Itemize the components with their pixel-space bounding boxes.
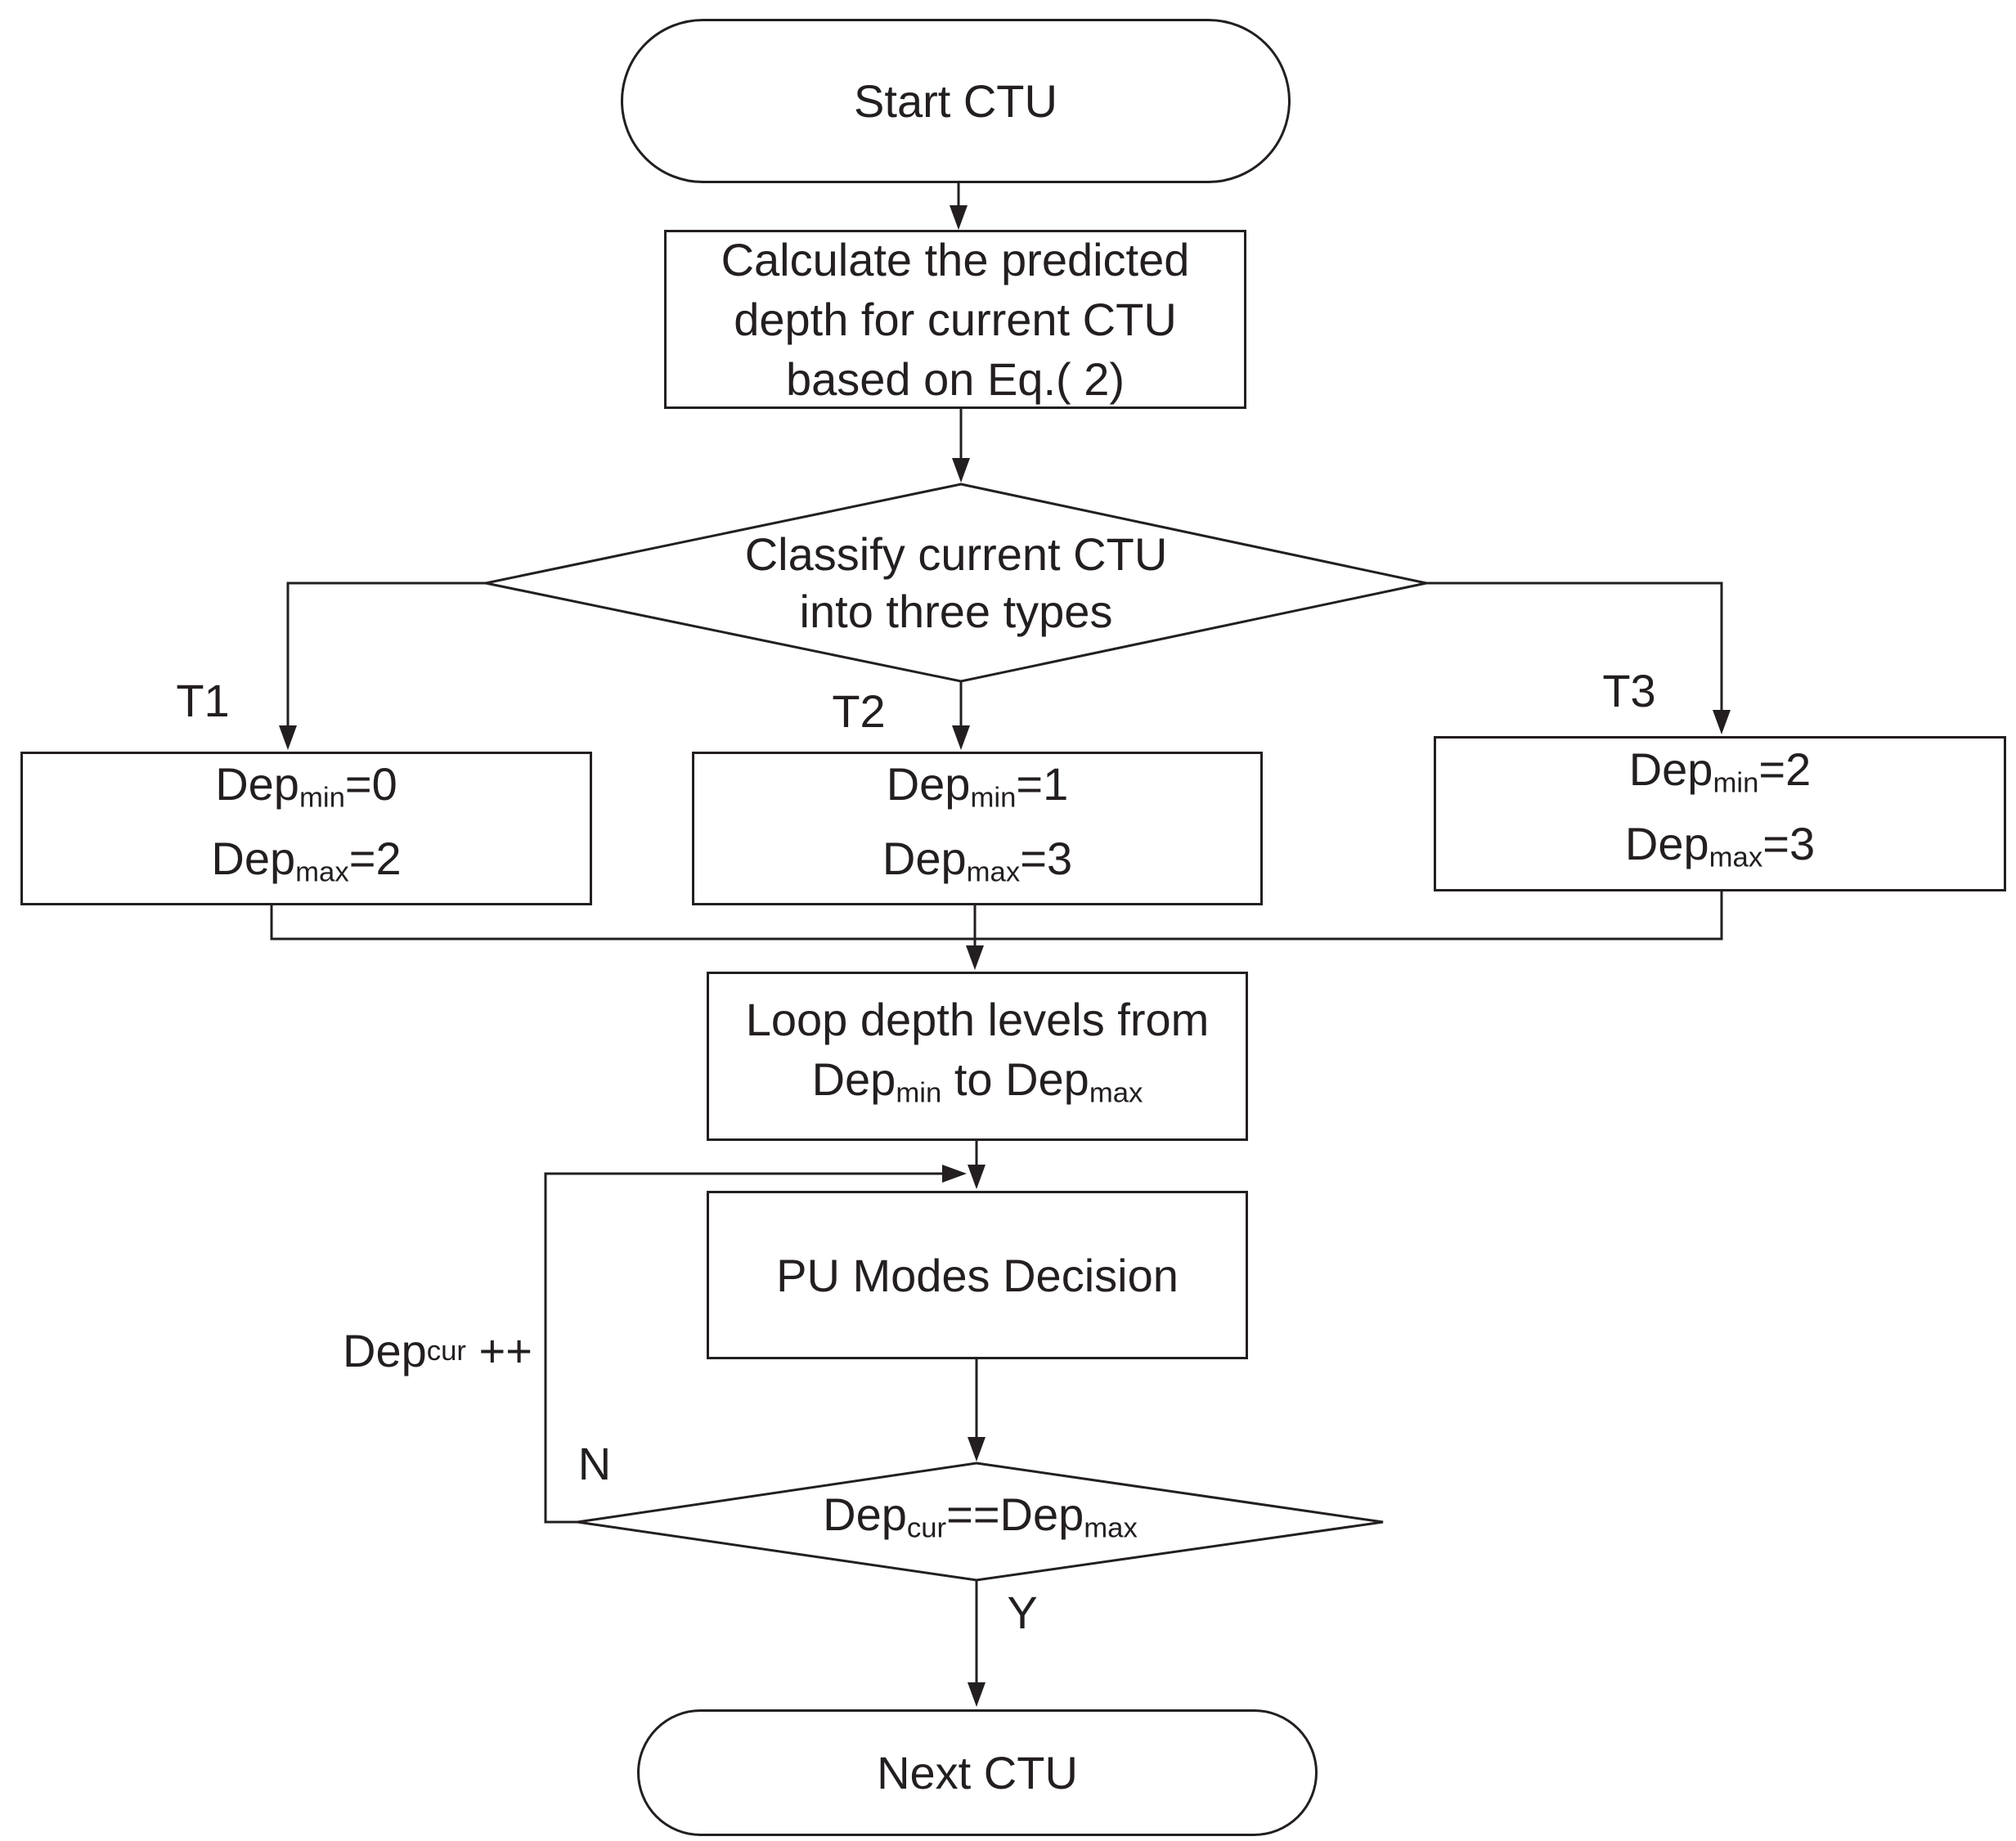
text-segment: =3 xyxy=(1762,818,1816,869)
text-segment: to Dep xyxy=(941,1053,1089,1105)
edge-classify-t3 xyxy=(1426,581,1723,712)
branch-label-t1: T1 xyxy=(176,675,230,726)
text-segment: Dep xyxy=(1624,818,1709,869)
subscript-text: min xyxy=(970,783,1017,814)
classify-diamond-shape xyxy=(485,483,1427,683)
text-segment: Dep xyxy=(215,758,299,810)
subscript-text: min xyxy=(896,1077,942,1109)
calc-line: based on Eq.( 2) xyxy=(785,353,1125,405)
t1-line: Depmax=2 xyxy=(211,828,401,903)
subscript-text: max xyxy=(966,856,1021,888)
arrowhead xyxy=(950,205,968,230)
text-segment: ++ xyxy=(466,1325,532,1376)
next-label: Next CTU xyxy=(877,1747,1078,1798)
arrowhead xyxy=(952,458,970,483)
t2-line: Depmin=1 xyxy=(887,754,1069,828)
text-segment: Dep xyxy=(343,1325,427,1376)
subscript-text: min xyxy=(1713,768,1759,799)
text-segment: Dep xyxy=(211,833,296,884)
arrowhead xyxy=(952,725,970,750)
next-terminator: Next CTU xyxy=(637,1709,1318,1836)
arrowhead xyxy=(942,1165,967,1183)
t3-line: Depmax=3 xyxy=(1625,814,1815,888)
pu-process-box: PU Modes Decision xyxy=(707,1191,1248,1359)
t1-line: Depmin=0 xyxy=(215,754,397,828)
text-segment: Dep xyxy=(1628,743,1713,796)
text-segment: Dep xyxy=(886,758,971,810)
text-segment: =0 xyxy=(344,758,397,810)
arrowhead xyxy=(968,1682,986,1707)
calc-line: Calculate the predicted xyxy=(721,234,1190,285)
calc-line: depth for current CTU xyxy=(734,294,1177,345)
arrowhead xyxy=(966,945,984,970)
t3-line: Depmin=2 xyxy=(1629,739,1812,814)
text-segment: =2 xyxy=(1758,743,1812,796)
text-segment: Loop depth levels from xyxy=(745,993,1210,1045)
text-segment: Dep xyxy=(882,833,967,884)
arrowhead xyxy=(968,1437,986,1462)
calc-process-box: Calculate the predicted depth for curren… xyxy=(664,230,1246,409)
pu-label: PU Modes Decision xyxy=(776,1249,1179,1301)
t3-process-box: Depmin=2 Depmax=3 xyxy=(1434,736,2006,891)
branch-label-t2: T2 xyxy=(832,685,886,737)
arrowhead xyxy=(279,725,297,750)
t2-line: Depmax=3 xyxy=(882,828,1072,903)
text-segment: =3 xyxy=(1020,833,1073,884)
t1-process-box: Depmin=0 Depmax=2 xyxy=(20,752,592,905)
start-terminator: Start CTU xyxy=(621,19,1291,183)
yes-label: Y xyxy=(1007,1587,1038,1638)
text-segment: =2 xyxy=(348,833,402,884)
edge-loopback xyxy=(544,1172,942,1524)
text-segment: =1 xyxy=(1016,758,1069,810)
t2-process-box: Depmin=1 Depmax=3 xyxy=(692,752,1263,905)
edge-merge-line xyxy=(270,891,1723,941)
subscript-text: max xyxy=(1708,842,1763,873)
arrowhead xyxy=(1713,710,1731,734)
loop-process-box: Loop depth levels from Depmin to Depmax xyxy=(707,972,1248,1141)
subscript-text: max xyxy=(1089,1077,1143,1109)
subscript-text: max xyxy=(295,856,349,888)
arrowhead xyxy=(968,1165,986,1189)
decision-diamond-shape xyxy=(577,1462,1384,1582)
loop-line: Depmin to Depmax xyxy=(812,1049,1143,1124)
subscript-text: min xyxy=(299,783,345,814)
text-segment: Dep xyxy=(811,1053,896,1105)
no-label: N xyxy=(577,1438,612,1489)
start-label: Start CTU xyxy=(854,75,1057,127)
edge-classify-t1 xyxy=(286,581,486,727)
loop-line: Loop depth levels from xyxy=(746,990,1210,1049)
subscript-text: cur xyxy=(426,1336,466,1367)
branch-label-t3: T3 xyxy=(1602,665,1656,716)
